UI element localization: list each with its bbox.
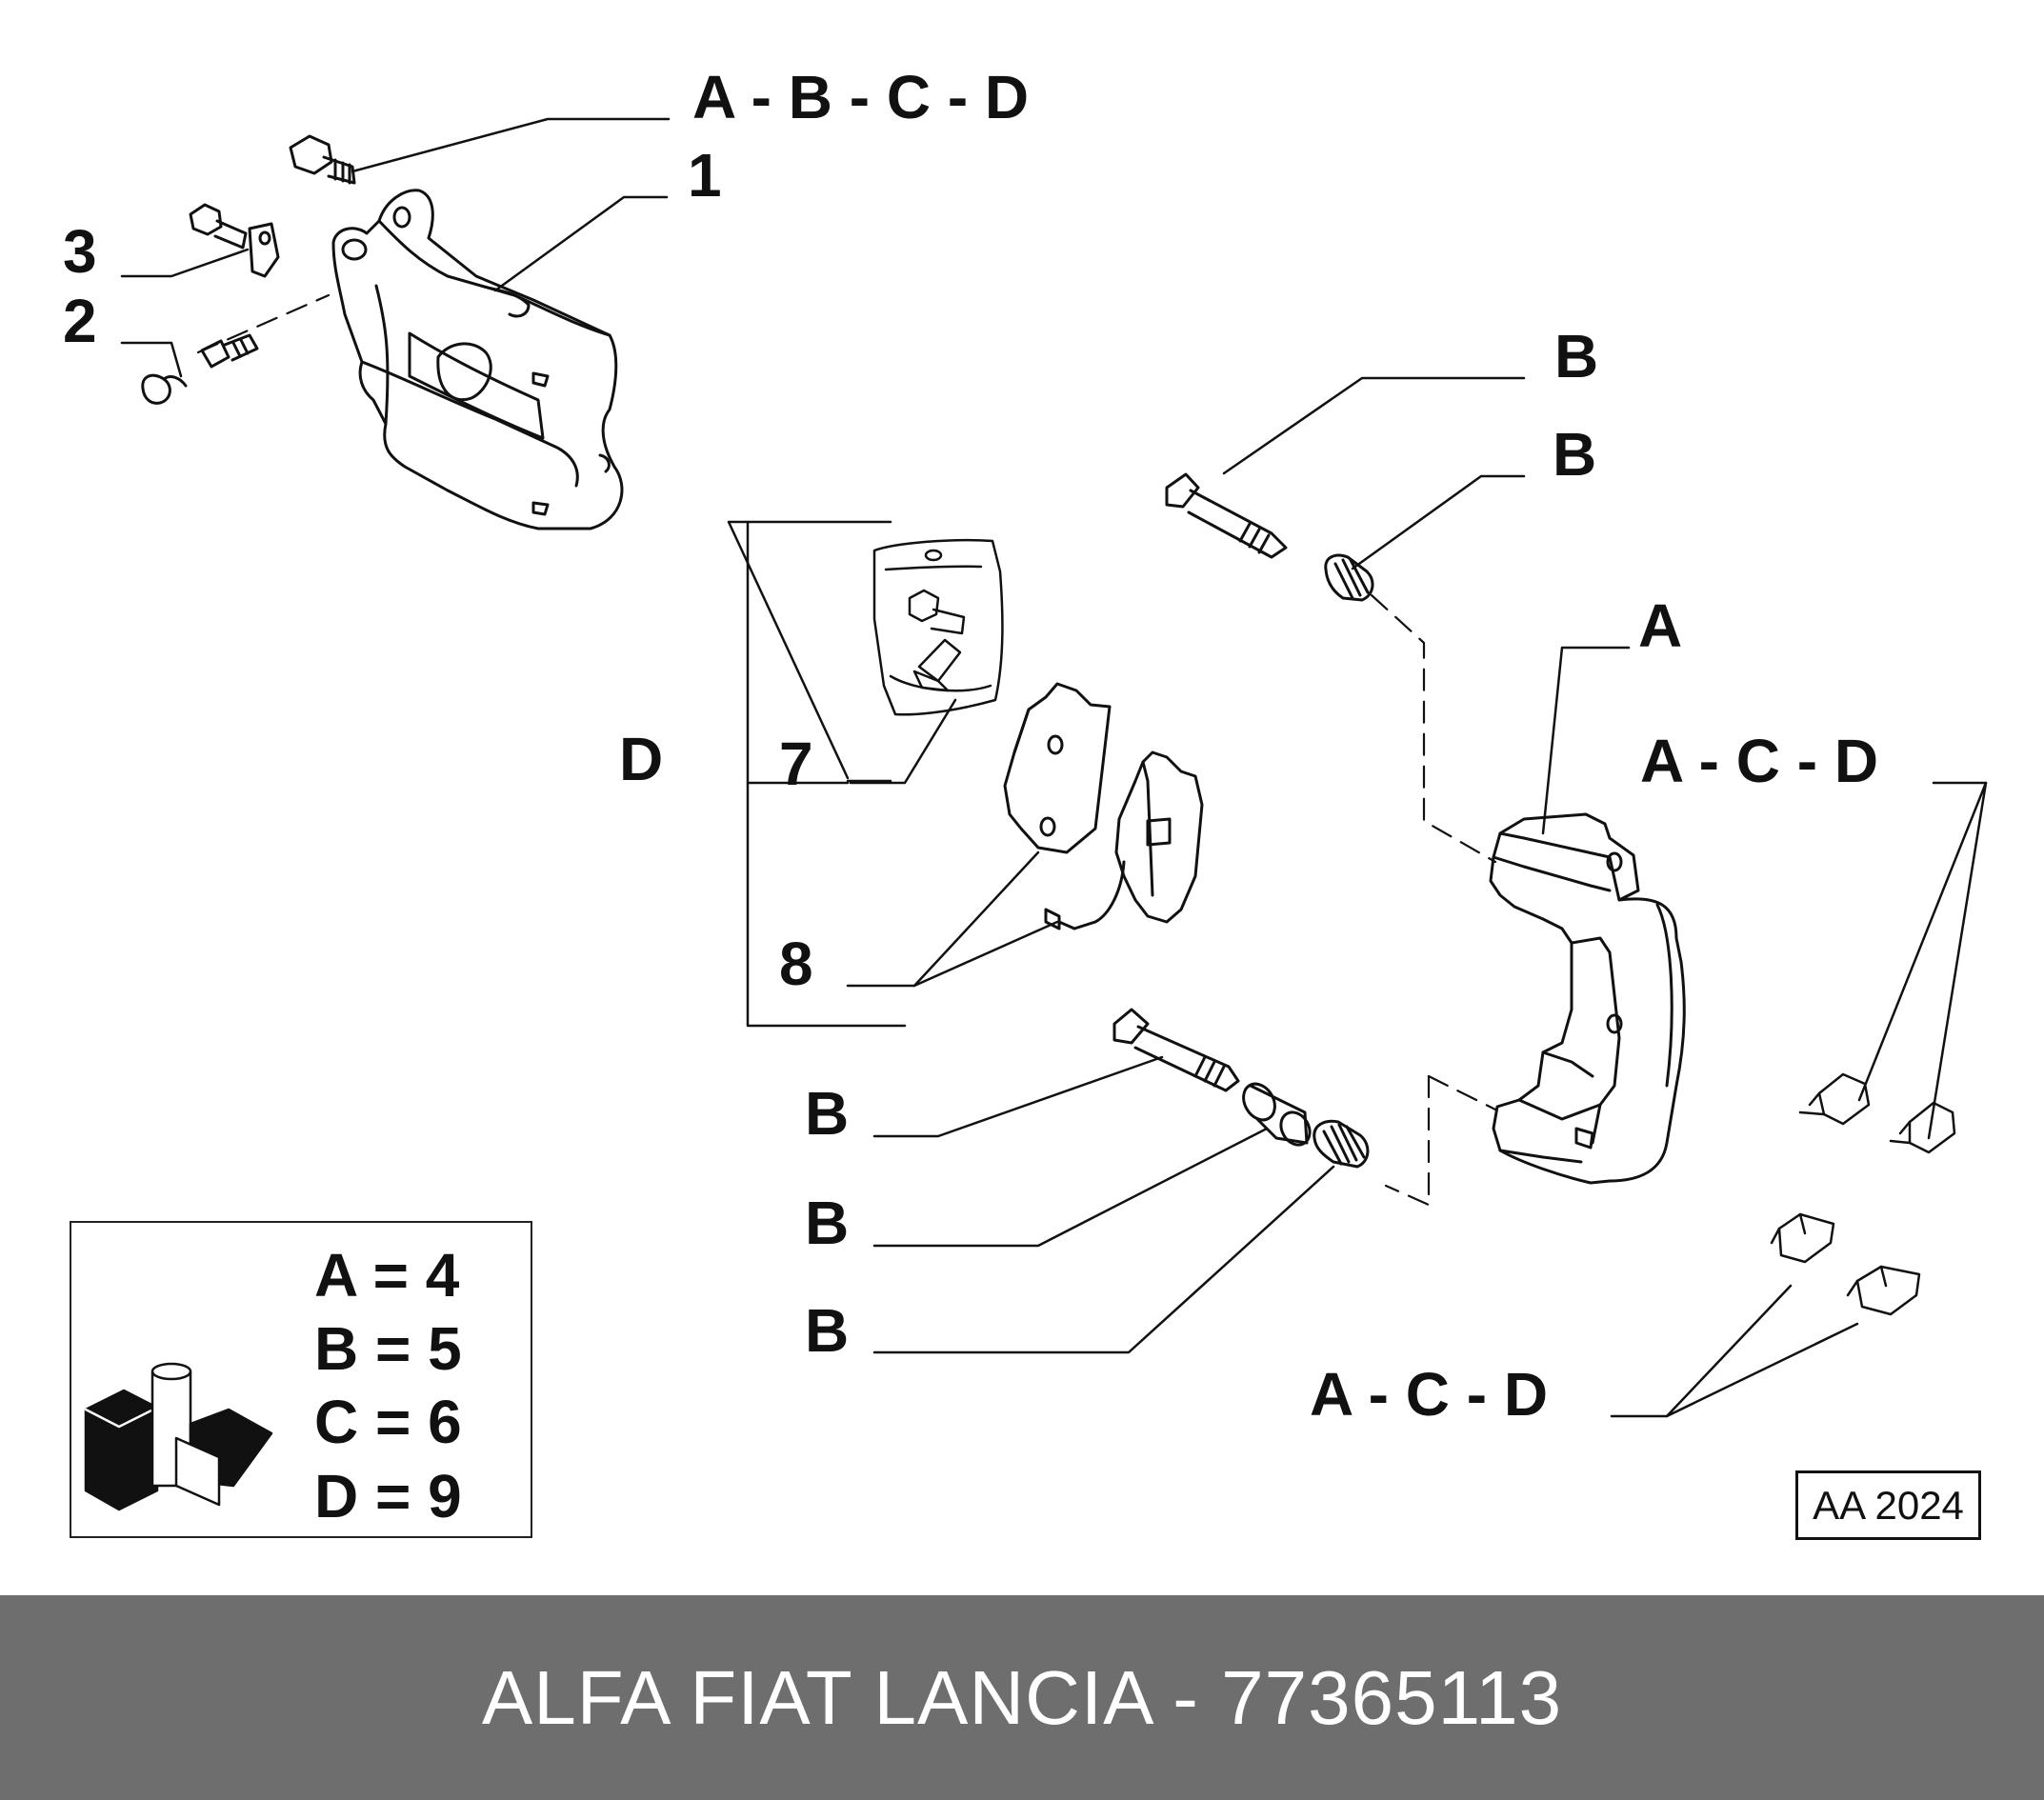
caliper-carrier [1489, 812, 1686, 1185]
legend-logo [84, 1362, 273, 1511]
brake-pads [1003, 682, 1204, 930]
label-b-2: B [1553, 420, 1597, 489]
leader-lines [120, 117, 1988, 1418]
guide-boot-lower [1313, 1119, 1370, 1169]
label-d: D [619, 725, 664, 793]
footer-title: ALFA FIAT LANCIA - 77365113 [481, 1654, 1563, 1740]
diagram-drawing [84, 117, 1988, 1511]
label-part-2: 2 [63, 287, 97, 355]
label-a: A [1638, 591, 1683, 660]
pad-clips-lower [1770, 1212, 1921, 1316]
part-3-bolt-bracket [189, 203, 280, 278]
exploded-parts-diagram: A - B - C - D 1 3 2 B B A A - C - D D 7 … [63, 63, 1988, 1540]
legend-row-c: C = 6 [314, 1388, 462, 1456]
label-b-4: B [805, 1189, 850, 1257]
label-b-3: B [805, 1079, 850, 1148]
guide-pin-lower [1112, 1008, 1240, 1092]
dash-lines [196, 293, 1497, 1207]
label-part-1: 1 [688, 141, 722, 210]
pad-clips-right [1798, 1072, 1956, 1154]
label-part-8: 8 [779, 930, 813, 998]
label-part-3: 3 [63, 217, 97, 286]
label-acd-bottom: A - C - D [1310, 1360, 1549, 1429]
guide-pin-upper [1165, 472, 1288, 559]
part-2-bleeder [141, 333, 259, 405]
reference-code: AA 2024 [1795, 1470, 1981, 1540]
legend-row-a: A = 4 [314, 1241, 460, 1310]
guide-boot-upper [1324, 553, 1374, 602]
legend-row-d: D = 9 [314, 1462, 462, 1530]
guide-bushing [1242, 1082, 1312, 1147]
caliper-bolt [289, 134, 356, 185]
label-part-7: 7 [779, 730, 813, 798]
hardware-bag [872, 538, 1004, 716]
label-b-5: B [805, 1296, 850, 1365]
legend-row-b: B = 5 [314, 1314, 462, 1383]
legend-box: A = 4 B = 5 C = 6 D = 9 [70, 1221, 532, 1538]
caliper-body [331, 189, 624, 530]
label-acd-right: A - C - D [1640, 727, 1879, 795]
footer-bar: ALFA FIAT LANCIA - 77365113 [0, 1595, 2044, 1800]
label-abcd-top: A - B - C - D [692, 63, 1030, 131]
label-b-1: B [1554, 322, 1599, 390]
